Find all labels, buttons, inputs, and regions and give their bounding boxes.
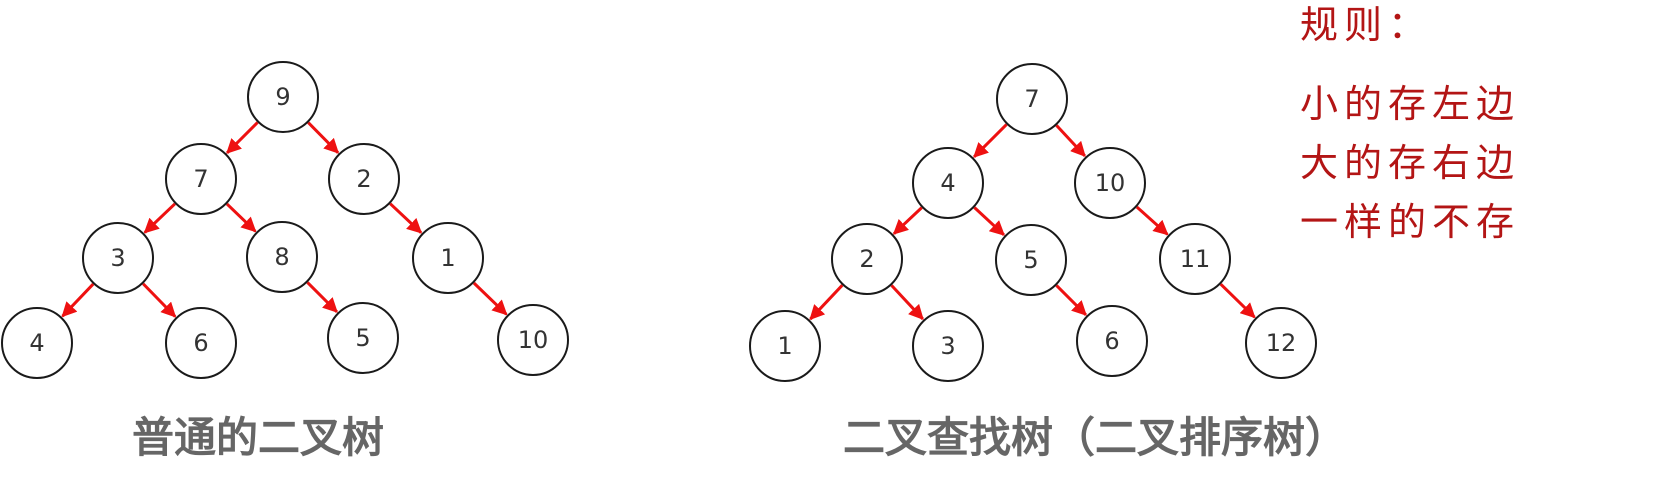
node-label: 3 <box>940 332 955 360</box>
tree-node-6: 6 <box>165 307 237 379</box>
node-circle <box>1074 147 1146 219</box>
edge-2-to-1 <box>809 284 844 321</box>
tree-node-5: 5 <box>327 302 399 374</box>
node-circle <box>1076 305 1148 377</box>
bst-caption: 二叉查找树（二叉排序树） <box>843 413 1347 462</box>
edge-8-to-5 <box>306 281 338 313</box>
node-circle <box>328 143 400 215</box>
tree-node-4: 4 <box>1 307 73 379</box>
node-label: 10 <box>1095 169 1126 197</box>
tree-node-1: 1 <box>412 222 484 294</box>
node-circle <box>327 302 399 374</box>
normal-binary-tree: 9 7 2 3 8 1 4 6 5 10 <box>1 61 569 379</box>
node-circle <box>165 307 237 379</box>
edge-7-to-4 <box>973 123 1008 158</box>
node-circle <box>749 310 821 382</box>
edge-2-to-3 <box>890 284 924 321</box>
tree-node-12: 12 <box>1245 307 1317 379</box>
tree-node-7: 7 <box>996 63 1068 135</box>
edge-3-to-4 <box>61 283 95 318</box>
edge-11-to-12 <box>1219 283 1256 319</box>
tree-node-5: 5 <box>995 224 1067 296</box>
tree-node-10: 10 <box>1074 147 1146 219</box>
node-circle <box>831 223 903 295</box>
node-label: 10 <box>518 326 549 354</box>
node-circle <box>1159 223 1231 295</box>
node-label: 5 <box>355 324 370 352</box>
node-label: 7 <box>193 165 208 193</box>
normal-tree-caption: 普通的二叉树 <box>132 413 384 462</box>
edge-4-to-5 <box>973 206 1005 236</box>
node-label: 6 <box>193 329 208 357</box>
node-label: 1 <box>777 332 792 360</box>
edge-5-to-6 <box>1055 284 1087 316</box>
edge-2-to-1 <box>389 202 423 234</box>
node-circle <box>996 63 1068 135</box>
tree-node-3: 3 <box>82 222 154 294</box>
node-label: 4 <box>940 169 955 197</box>
tree-node-1: 1 <box>749 310 821 382</box>
rules-title: 规则： <box>1300 3 1432 47</box>
edge-9-to-7 <box>226 121 259 154</box>
edge-10-to-11 <box>1135 205 1169 236</box>
node-circle <box>995 224 1067 296</box>
node-circle <box>912 147 984 219</box>
node-circle <box>246 221 318 293</box>
tree-node-7: 7 <box>165 143 237 215</box>
node-label: 12 <box>1266 329 1297 357</box>
node-label: 3 <box>110 244 125 272</box>
tree-node-2: 2 <box>328 143 400 215</box>
node-label: 2 <box>356 165 371 193</box>
node-circle <box>412 222 484 294</box>
edge-1-to-10 <box>472 281 508 316</box>
edge-7-to-3 <box>143 202 176 234</box>
edge-7-to-10 <box>1055 124 1086 157</box>
edge-9-to-2 <box>307 121 340 154</box>
tree-node-11: 11 <box>1159 223 1231 295</box>
node-label: 6 <box>1104 327 1119 355</box>
edge-3-to-6 <box>142 282 177 318</box>
tree-node-9: 9 <box>247 61 319 133</box>
node-label: 2 <box>859 245 874 273</box>
rules-note: 规则： 小的存左边 大的存右边 一样的不存 <box>1300 3 1520 244</box>
node-circle <box>1245 307 1317 379</box>
node-label: 1 <box>440 244 455 272</box>
node-circle <box>912 310 984 382</box>
rule-line-larger-right: 大的存右边 <box>1300 141 1520 185</box>
node-circle <box>82 222 154 294</box>
rule-line-equal-skip: 一样的不存 <box>1300 200 1520 244</box>
edge-4-to-2 <box>892 206 923 235</box>
tree-node-6: 6 <box>1076 305 1148 377</box>
node-circle <box>1 307 73 379</box>
node-label: 8 <box>274 243 289 271</box>
tree-node-3: 3 <box>912 310 984 382</box>
node-label: 11 <box>1180 245 1211 273</box>
node-circle <box>247 61 319 133</box>
node-circle <box>497 304 569 376</box>
node-label: 4 <box>29 329 44 357</box>
node-label: 5 <box>1023 246 1038 274</box>
node-circle <box>165 143 237 215</box>
tree-node-2: 2 <box>831 223 903 295</box>
edge-7-to-8 <box>225 202 257 233</box>
tree-node-8: 8 <box>246 221 318 293</box>
node-label: 9 <box>275 83 290 111</box>
tree-node-10: 10 <box>497 304 569 376</box>
node-label: 7 <box>1024 85 1039 113</box>
tree-node-4: 4 <box>912 147 984 219</box>
rule-line-smaller-left: 小的存左边 <box>1300 82 1520 126</box>
